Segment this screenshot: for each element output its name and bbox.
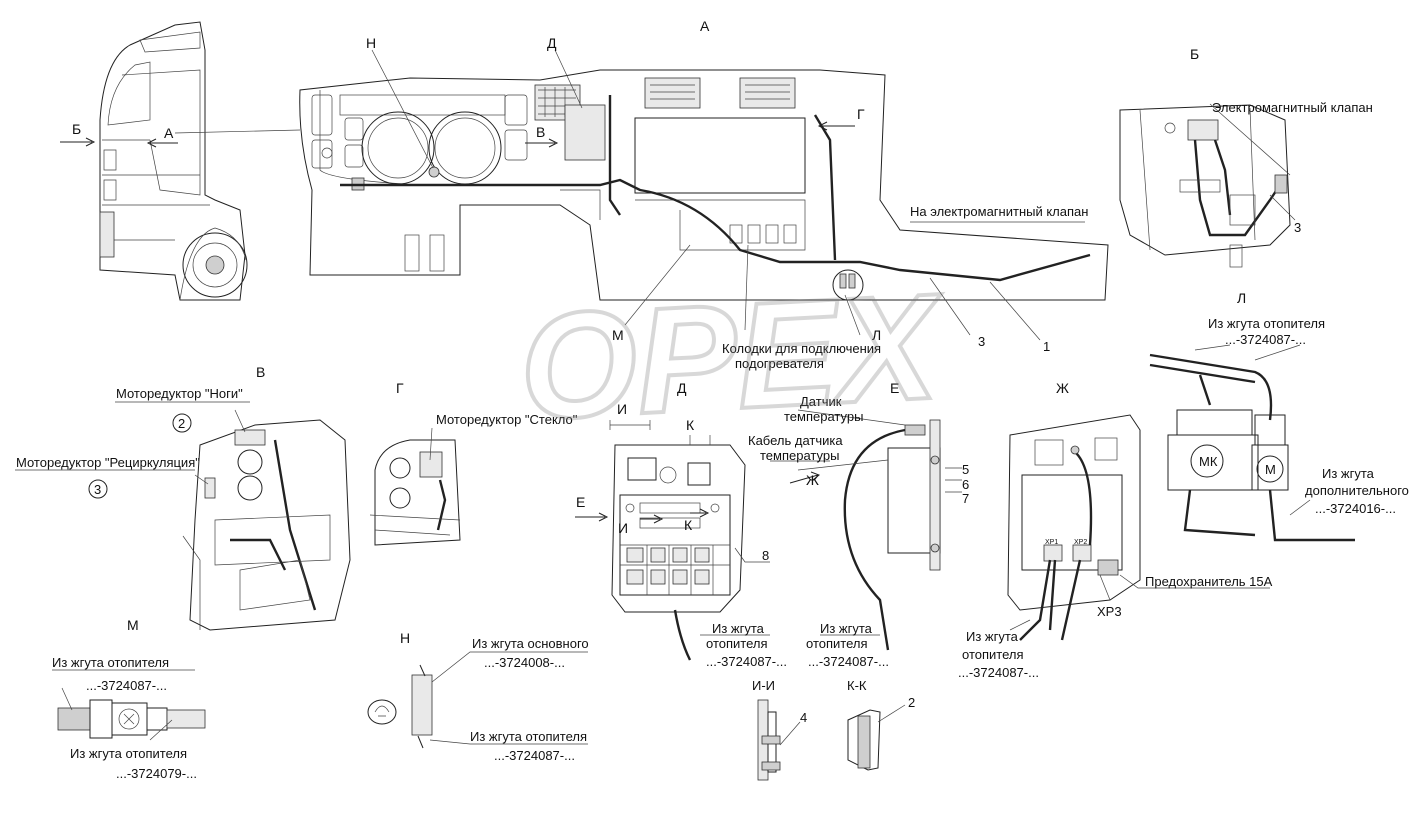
view-letter-d-pointer: Д [547,35,557,51]
label-temp-cable-2: температуры [760,448,839,463]
view-letter-m-title: М [127,617,139,633]
view-letter-v-title: В [256,364,265,380]
connector-view-m [52,669,206,741]
callout-6: 6 [962,477,969,492]
label-zh-code-087: ...-3724087-... [958,665,1039,680]
label-l-code-016: ...-3724016-... [1315,501,1396,516]
callout-2: 2 [908,695,915,710]
label-n-from-main: Из жгута основного [472,636,589,651]
section-label-ii: И-И [752,678,775,693]
view-letter-zh-pointer: Ж [806,472,819,488]
label-l-code-087: ...-3724087-... [1225,332,1306,347]
view-letter-i-mid: И [618,520,628,536]
motor-view-g [369,427,461,546]
label-solenoid-valve: Электромагнитный клапан [1212,100,1373,115]
label-l-from-additional-2: дополнительного [1305,483,1409,498]
label-n-code-008: ...-3724008-... [484,655,565,670]
view-letter-a-pointer: А [164,125,174,141]
view-letter-b-title: Б [1190,46,1199,62]
label-heater-connectors-1: Колодки для подключения [722,341,881,356]
dashboard-view-a [299,49,1109,341]
section-kk [847,704,906,771]
view-letter-n-title: Н [400,630,410,646]
label-motor-recirc: Моторедуктор "Рециркуляция" [16,455,200,470]
label-l-from-heater: Из жгута отопителя [1208,316,1325,331]
label-motor-glass: Моторедуктор "Стекло" [436,412,578,427]
callout-3-main: 3 [978,334,985,349]
view-letter-i-top: И [617,401,627,417]
section-ii [757,699,801,781]
connector-view-l [1149,344,1355,542]
label-d-from-heater-2: отопителя [706,636,768,651]
truck-cab-view [60,21,301,301]
callout-1: 1 [1043,339,1050,354]
label-n-from-heater: Из жгута отопителя [470,729,587,744]
view-letter-g-pointer: Г [857,106,865,122]
connector-view-n [367,651,588,749]
label-heater-connectors-2: подогревателя [735,356,824,371]
view-letter-v-pointer: В [536,124,545,140]
label-fuse: Предохранитель 15А [1145,574,1273,589]
fuse-block-view-zh [1007,414,1270,641]
label-d-code-087: ...-3724087-... [706,654,787,669]
label-e-from-heater-2: отопителя [806,636,868,651]
label-xp2: ХР2 [1074,539,1087,546]
section-label-kk: К-К [847,678,867,693]
callout-circle-3 [88,479,108,499]
label-m-motor: М [1265,462,1276,477]
watermark: OPEX [516,261,949,451]
view-letter-n-pointer: Н [366,35,376,51]
label-m-code-087: ...-3724087-... [86,678,167,693]
view-letter-b: Б [72,121,81,137]
view-letter-l-pointer: Л [872,327,881,343]
label-zh-from-heater-2: отопителя [962,647,1024,662]
view-letter-a: А [700,18,710,34]
motor-view-v [15,401,351,631]
control-panel-view-d [575,420,770,661]
view-letter-k-mid: К [684,517,693,533]
callout-4: 4 [800,710,807,725]
label-temp-sensor-1: Датчик [800,394,842,409]
callout-5: 5 [962,462,969,477]
temp-sensor-view-e [770,409,962,651]
label-m-from-heater-2: Из жгута отопителя [70,746,187,761]
label-m-from-heater-1: Из жгута отопителя [52,655,169,670]
callout-circle-2 [172,413,192,433]
callout-8: 8 [762,548,769,563]
label-to-solenoid-valve: На электромагнитный клапан [910,204,1088,219]
view-letter-m-pointer: М [612,327,624,343]
label-l-from-additional-1: Из жгута [1322,466,1375,481]
view-letter-d-title: Д [677,380,687,396]
label-n-code-087: ...-3724087-... [494,748,575,763]
view-letter-e-title: Е [890,380,899,396]
label-d-from-heater-1: Из жгута [712,621,765,636]
label-temp-cable-1: Кабель датчика [748,433,843,448]
callout-circle-3-text: 3 [94,482,101,497]
view-letter-zh-title: Ж [1056,380,1069,396]
label-e-code-087: ...-3724087-... [808,654,889,669]
label-zh-from-heater-1: Из жгута [966,629,1019,644]
label-motor-legs: Моторедуктор "Ноги" [116,386,243,401]
label-e-from-heater-1: Из жгута [820,621,873,636]
view-letter-k-top: К [686,417,695,433]
view-letter-e-d: Е [576,494,585,510]
solenoid-view-b [1119,103,1296,268]
view-letter-l-title: Л [1237,290,1246,306]
label-xp3: ХР3 [1097,604,1122,619]
callout-3-b: 3 [1294,220,1301,235]
callout-7: 7 [962,491,969,506]
label-temp-sensor-2: температуры [784,409,863,424]
view-letter-g-title: Г [396,380,404,396]
label-xp1: ХР1 [1045,539,1058,546]
label-m-code-079: ...-3724079-... [116,766,197,781]
callout-circle-2-text: 2 [178,416,185,431]
label-mk: МК [1199,454,1218,469]
